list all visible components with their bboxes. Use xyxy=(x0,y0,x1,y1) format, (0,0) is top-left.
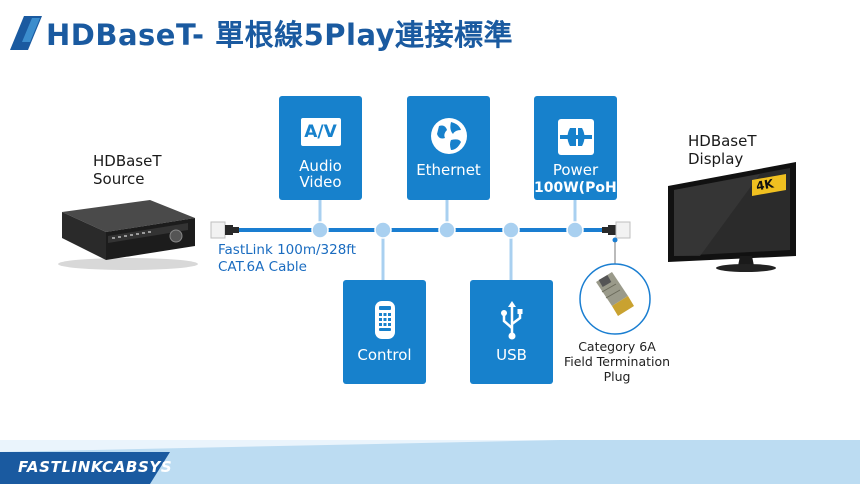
power-sublabel: 100W(PoH) xyxy=(534,180,624,196)
node-ethernet xyxy=(438,221,456,239)
av-icon: A/V xyxy=(300,118,341,146)
control-box: Control xyxy=(343,280,426,384)
source-label: HDBaseT Source xyxy=(93,152,162,188)
usb-box: USB xyxy=(470,280,553,384)
node-power xyxy=(566,221,584,239)
node-control xyxy=(374,221,392,239)
display-image xyxy=(668,162,796,272)
power-plug-icon xyxy=(557,119,594,155)
title-accent-icon xyxy=(10,16,42,50)
power-label: Power xyxy=(552,161,599,179)
right-rj45-connector xyxy=(602,221,631,239)
footer-brand: FASTLINKCABSYS xyxy=(18,458,173,476)
node-usb xyxy=(502,221,520,239)
usb-label: USB xyxy=(496,346,527,364)
av-label-video: Video xyxy=(299,173,342,191)
ethernet-box: Ethernet xyxy=(407,96,490,200)
left-rj45-connector xyxy=(210,221,239,239)
cable-label: FastLink 100m/328ft CAT.6A Cable xyxy=(218,242,357,275)
node-av xyxy=(311,221,329,239)
plug-label: Category 6A Field Termination Plug xyxy=(563,339,671,384)
usb-icon xyxy=(500,301,522,340)
control-label: Control xyxy=(357,346,412,364)
ethernet-label: Ethernet xyxy=(416,161,481,179)
globe-icon xyxy=(430,118,467,154)
plug-callout xyxy=(579,242,651,335)
field-termination-plug-image xyxy=(596,272,634,316)
av-box: A/V Audio Video xyxy=(279,96,362,200)
page-title: HDBaseT- 單根線5Play連接標準 xyxy=(46,18,514,52)
source-device-image xyxy=(58,200,198,270)
av-label-audio: Audio xyxy=(299,157,342,175)
remote-control-icon xyxy=(374,301,395,339)
display-label: HDBaseT Display xyxy=(688,132,757,168)
power-box: Power 100W(PoH) xyxy=(534,96,624,200)
